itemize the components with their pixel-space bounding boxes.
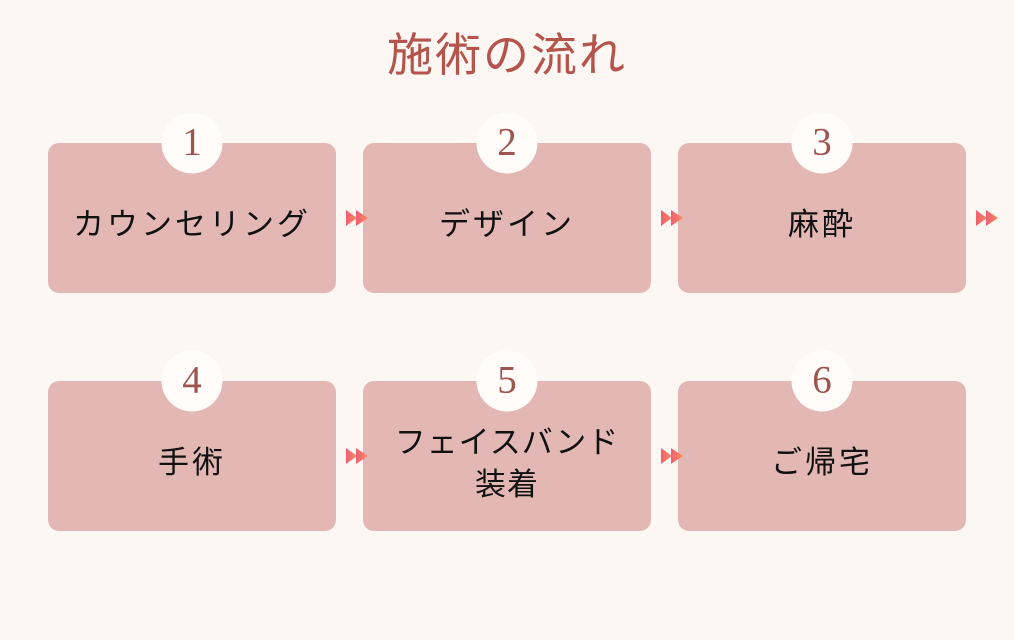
step-number-2: 2 [497,120,517,164]
step-number-5: 5 [497,358,517,402]
step-number-3: 3 [812,120,832,164]
step-number-badge-6: 6 [791,350,853,412]
step-card-6[interactable]: 6 ご帰宅 [678,350,966,531]
page-title: 施術の流れ [387,30,627,81]
step-label-4: 手術 [158,445,226,480]
step-card-3[interactable]: 3 麻酔 [678,112,966,293]
flow-arrow-icon [345,443,371,469]
step-card-5[interactable]: 5 フェイスバンド 装着 [363,350,651,531]
step-number-badge-1: 1 [161,112,223,174]
step-label-5: フェイスバンド 装着 [394,425,620,502]
step-card-1[interactable]: 1 カウンセリング [48,112,336,293]
flow-row: 1 カウンセリング 2 [48,112,998,293]
step-number-6: 6 [812,358,832,402]
step-label-6: ご帰宅 [771,445,873,480]
flow-arrow-icon [975,205,1001,231]
step-number-badge-5: 5 [476,350,538,412]
step-label-3: 麻酔 [788,207,856,242]
step-number-badge-3: 3 [791,112,853,174]
step-number-badge-4: 4 [161,350,223,412]
step-label-2: デザイン [439,207,575,242]
flow-arrow-icon [345,205,371,231]
step-number-badge-2: 2 [476,112,538,174]
flow-arrow-icon [660,443,686,469]
step-card-2[interactable]: 2 デザイン [363,112,651,293]
step-number-4: 4 [182,358,202,402]
step-label-1: カウンセリング [73,207,311,242]
flow-arrow-icon [660,205,686,231]
flow-steps-grid: 1 カウンセリング 2 [48,112,998,531]
flow-row: 4 手術 5 [48,350,970,531]
step-number-1: 1 [182,120,202,164]
step-card-4[interactable]: 4 手術 [48,350,336,531]
